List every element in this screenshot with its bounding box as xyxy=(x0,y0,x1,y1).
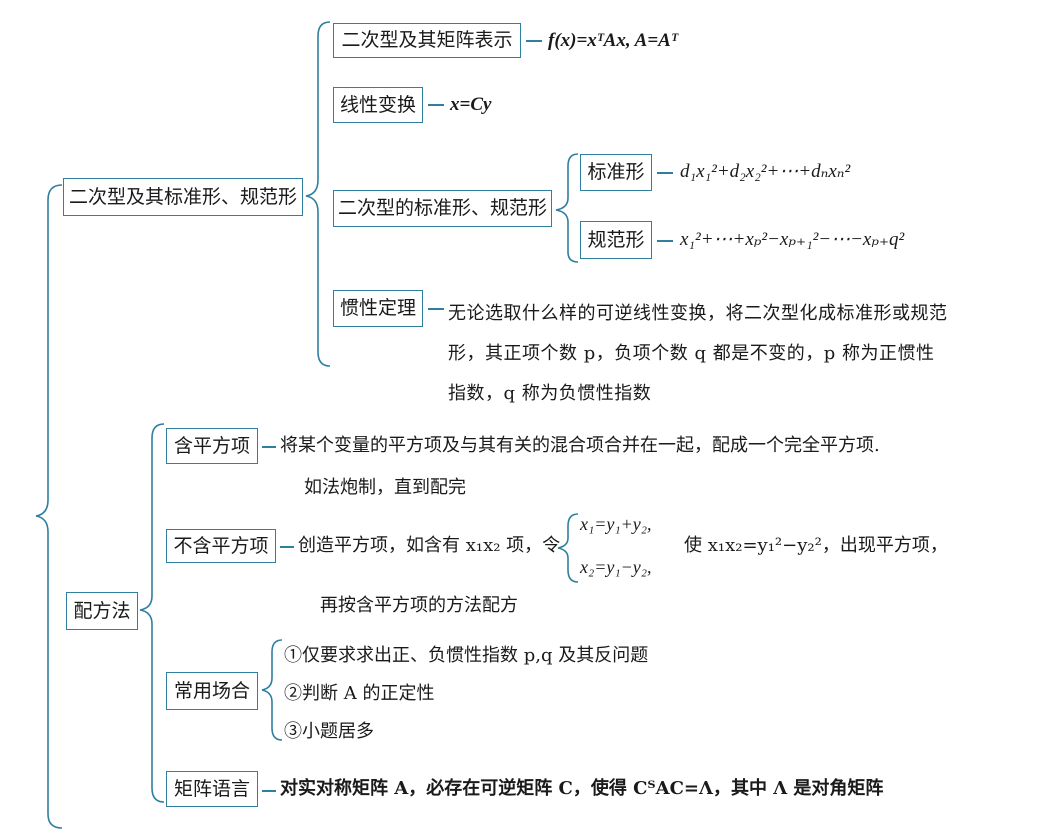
dash-matrix xyxy=(526,40,542,42)
dash-inertia xyxy=(428,308,444,310)
text-without-square-a: 创造平方项，如含有 x₁x₂ 项，令 xyxy=(298,535,561,556)
node-common-usage: 常用场合 xyxy=(166,672,258,710)
usage-item-3: ③小题居多 xyxy=(284,721,374,742)
node-linear-transform: 线性变换 xyxy=(333,87,423,123)
text-with-square: 将某个变量的平方项及与其有关的混合项合并在一起，配成一个完全平方项. xyxy=(280,435,880,456)
text-matrix-language: 对实对称矩阵 A，必存在可逆矩阵 C，使得 CᵀAC=Λ，其中 Λ 是对角矩阵 xyxy=(280,778,884,799)
formula-standard: d₁x₁²+d₂x₂²+⋯+dₙxₙ² xyxy=(680,161,851,182)
node-with-square: 含平方项 xyxy=(166,428,258,464)
formula-linear: x=Cy xyxy=(450,94,492,115)
brace-quad xyxy=(305,21,331,367)
formula-canonical: x₁²+⋯+xₚ²−xₚ₊₁²−⋯−xₚ₊q² xyxy=(680,229,905,250)
node-matrix-language: 矩阵语言 xyxy=(166,771,258,807)
node-standard-canonical: 二次型的标准形、规范形 xyxy=(333,190,552,227)
text-with-square-2: 如法炮制，直到配完 xyxy=(304,477,466,498)
usage-item-1: ①仅要求求出正、负惯性指数 p,q 及其反问题 xyxy=(284,645,649,666)
text-inertia: 无论选取什么样的可逆线性变换，将二次型化成标准形或规范形，其正项个数 p，负项个… xyxy=(448,303,948,404)
dash-standard xyxy=(657,172,673,174)
eq-x2: x₂=y₁−y₂, xyxy=(580,557,652,577)
brace-equations xyxy=(557,513,579,583)
node-without-square: 不含平方项 xyxy=(166,529,276,563)
node-completing-square: 配方法 xyxy=(66,592,138,630)
brace-completing xyxy=(139,423,165,803)
formula-matrix: f(x)=xᵀAx, A=Aᵀ xyxy=(548,30,678,51)
dash-with-square xyxy=(262,446,276,448)
usage-item-2: ②判断 A 的正定性 xyxy=(284,683,435,704)
eq-x1: x₁=y₁+y₂, xyxy=(580,514,652,534)
brace-root xyxy=(35,184,63,829)
node-standard-form: 标准形 xyxy=(580,154,652,191)
brace-usage xyxy=(261,639,283,741)
node-inertia-theorem: 惯性定理 xyxy=(333,290,423,327)
node-quad: 二次型及其标准形、规范形 xyxy=(63,178,303,216)
dash-canonical xyxy=(657,240,673,242)
node-canonical-form: 规范形 xyxy=(580,221,652,259)
brace-forms xyxy=(555,153,579,263)
dash-matrix-language xyxy=(262,790,276,792)
dash-without-square xyxy=(280,546,294,548)
node-matrix-representation: 二次型及其矩阵表示 xyxy=(333,23,521,58)
text-without-square-b: 使 x₁x₂=y₁²−y₂²，出现平方项， xyxy=(684,535,948,556)
dash-linear xyxy=(428,104,444,106)
text-without-square-2: 再按含平方项的方法配方 xyxy=(320,595,518,616)
